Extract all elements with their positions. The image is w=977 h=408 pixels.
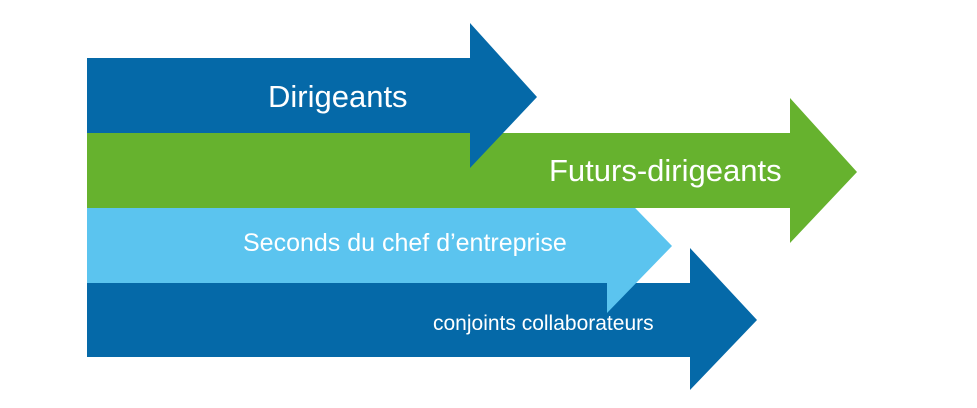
arrow-futurs-dirigeants [87, 98, 857, 243]
label-dirigeants: Dirigeants [268, 79, 408, 114]
arrow-seconds-du-chef [87, 179, 672, 313]
label-futurs-dirigeants: Futurs-dirigeants [549, 153, 782, 188]
label-conjoints-collaborateurs: conjoints collaborateurs [433, 312, 654, 335]
arrow-dirigeants [87, 23, 537, 168]
arrow-conjoints-collaborateurs [87, 248, 757, 390]
label-seconds-du-chef: Seconds du chef d’entreprise [243, 229, 567, 257]
